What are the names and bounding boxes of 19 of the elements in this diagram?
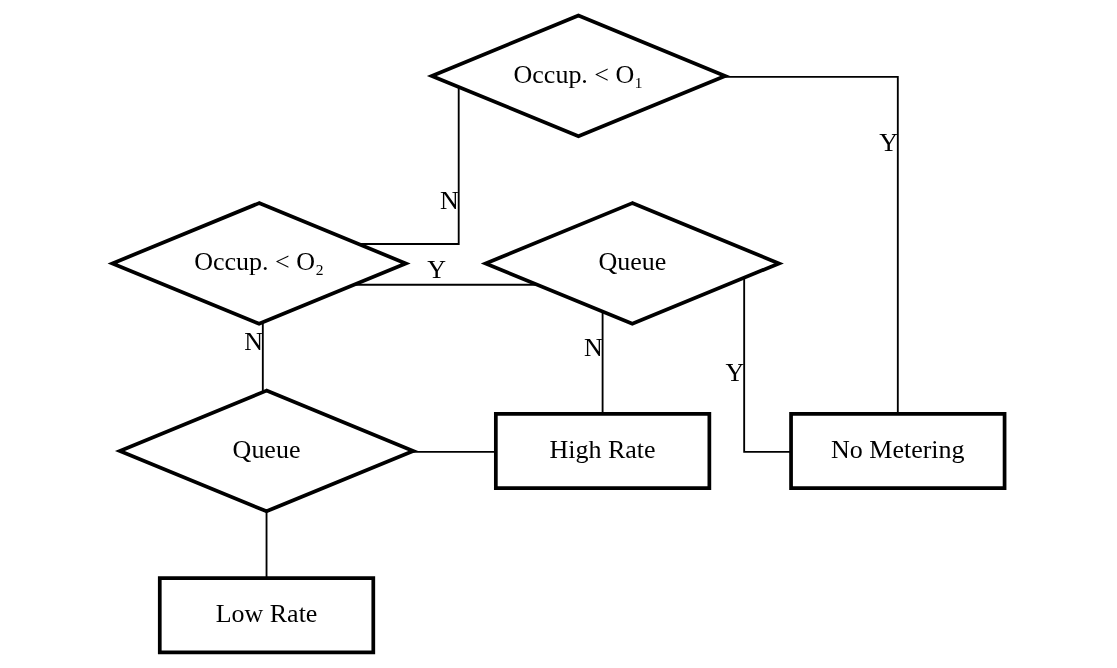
node-diamond: Occup. < O₂ [107,201,411,326]
connector [601,310,604,415]
connector [410,450,497,453]
connector [722,75,899,415]
node-diamond: Queue [114,388,419,514]
node-box: No Metering [789,412,1007,490]
edge-label: Y [427,254,446,284]
edge-label: N [440,185,459,215]
edge-label: Y [879,127,898,157]
node-diamond: Queue [480,201,784,326]
connector [265,510,268,579]
connector [743,277,792,453]
edge-label: N [583,332,603,362]
connector [261,321,264,393]
connector [353,283,539,286]
node-box: High Rate [494,412,712,490]
node-box: Low Rate [157,576,376,655]
edge-label: N [244,326,263,356]
node-diamond: Occup. < O₁ [426,13,730,139]
